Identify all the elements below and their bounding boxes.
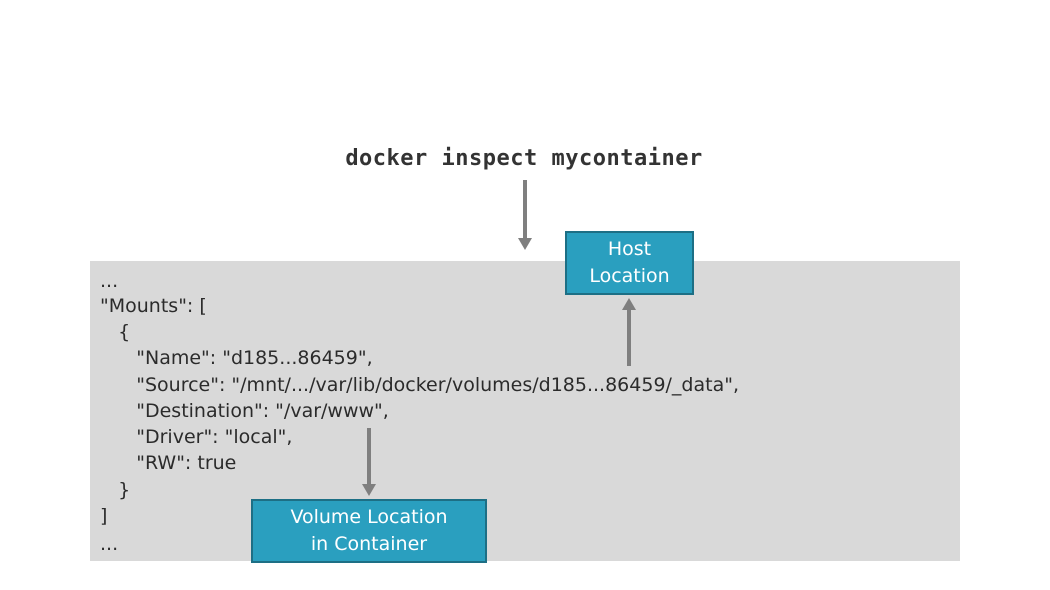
code-line-5: "Source": "/mnt/.../var/lib/docker/volum… [100,374,740,396]
code-line-4: "Name": "d185...86459", [100,347,373,369]
host-location-line2: Location [589,265,670,287]
volume-location-callout: Volume Location in Container [251,499,487,563]
command-label: docker inspect mycontainer [345,146,703,171]
code-line-11: ... [100,533,119,555]
code-line-7: "Driver": "local", [100,426,293,448]
code-line-2: "Mounts": [ [100,295,207,317]
code-line-6: "Destination": "/var/www", [100,400,389,422]
code-line-10: ] [100,505,108,527]
host-location-line1: Host [607,238,652,260]
command-text: docker inspect mycontainer [0,146,1050,171]
volume-location-arrow [362,428,376,496]
host-location-callout: Host Location [565,231,694,295]
host-location-arrow [622,298,636,366]
code-line-9: } [100,479,131,501]
code-line-8: "RW": true [100,452,237,474]
volume-location-line2: in Container [310,533,428,555]
code-line-3: { [100,321,131,343]
code-line-1: ... [100,270,119,292]
volume-location-line1: Volume Location [290,506,448,528]
command-arrow [518,180,532,250]
code-panel [90,261,960,561]
